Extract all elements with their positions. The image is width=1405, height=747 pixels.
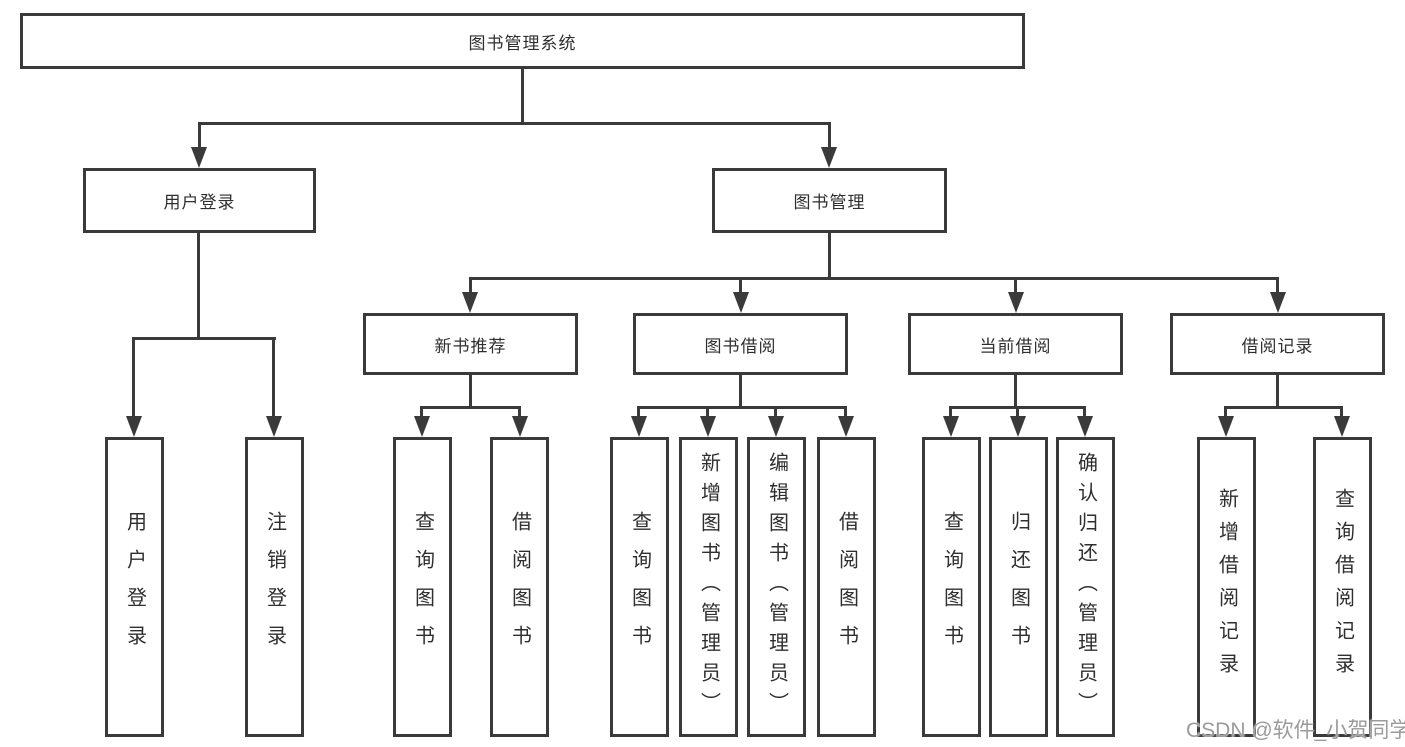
node-label: 注销登录	[263, 511, 286, 663]
node-book-management: 图书管理	[712, 168, 947, 233]
connector-records-horizontal	[1226, 406, 1343, 409]
node-label: 图书借阅	[704, 336, 777, 356]
connector-stem-current	[1014, 277, 1017, 296]
connector-stem	[844, 406, 847, 420]
connector-stem	[518, 406, 521, 420]
connector-stem-records	[1276, 277, 1279, 296]
connector-root-horizontal	[199, 122, 831, 125]
arrow-down-icon	[126, 416, 142, 437]
arrow-down-icon	[414, 416, 430, 437]
node-label: 当前借阅	[979, 336, 1052, 356]
node-label: 确认归还（管理员）	[1074, 452, 1097, 722]
node-label: 借阅图书	[508, 511, 531, 663]
arrow-down-icon	[462, 292, 478, 313]
arrow-down-icon	[821, 147, 837, 168]
node-label: 新书推荐	[434, 336, 507, 356]
connector-records-vertical	[1276, 375, 1279, 408]
node-label: 图书管理系统	[468, 33, 577, 53]
leaf-query-books-current: 查询图书	[922, 437, 981, 737]
leaf-add-borrow-record: 新增借阅记录	[1197, 437, 1256, 737]
leaf-return-books: 归还图书	[989, 437, 1048, 737]
arrow-down-icon	[1334, 416, 1350, 437]
arrow-down-icon	[1008, 292, 1024, 313]
node-label: 编辑图书（管理员）	[765, 452, 788, 722]
node-root-library-system: 图书管理系统	[20, 13, 1025, 69]
node-label: 查询图书	[628, 511, 651, 663]
arrow-down-icon	[943, 416, 959, 437]
connector-stem	[420, 406, 423, 420]
connector-stem-book-management	[828, 122, 831, 150]
connector-stem	[1016, 406, 1019, 420]
arrow-down-icon	[631, 416, 647, 437]
leaf-borrow-books-recommend: 借阅图书	[490, 437, 549, 737]
node-label: 查询图书	[940, 511, 963, 663]
connector-stem	[1083, 406, 1086, 420]
arrow-down-icon	[700, 416, 716, 437]
connector-borrow-vertical	[739, 375, 742, 408]
arrow-down-icon	[266, 416, 282, 437]
leaf-borrow-books: 借阅图书	[817, 437, 876, 737]
node-user-login: 用户登录	[83, 168, 316, 233]
node-label: 新增借阅记录	[1215, 488, 1238, 686]
connector-stem-borrow	[739, 277, 742, 296]
connector-current-vertical	[1014, 375, 1017, 408]
connector-bookmgmt-horizontal	[470, 277, 1279, 280]
leaf-add-books-admin: 新增图书（管理员）	[679, 437, 738, 737]
connector-userlogin-vertical	[197, 233, 200, 339]
csdn-watermark: CSDN @软件_小贺同学	[1186, 719, 1405, 742]
connector-root-vertical	[521, 69, 524, 122]
arrow-down-icon	[1077, 416, 1093, 437]
node-label: 借阅图书	[835, 511, 858, 663]
node-borrow-records: 借阅记录	[1170, 313, 1385, 375]
connector-stem	[1224, 406, 1227, 420]
arrow-down-icon	[1270, 292, 1286, 313]
arrow-down-icon	[191, 147, 207, 168]
arrow-down-icon	[733, 292, 749, 313]
node-label: 查询图书	[411, 511, 434, 663]
leaf-edit-books-admin: 编辑图书（管理员）	[747, 437, 806, 737]
connector-stem	[1340, 406, 1343, 420]
node-label: 归还图书	[1007, 511, 1030, 663]
node-new-book-recommend: 新书推荐	[363, 313, 578, 375]
node-label: 用户登录	[163, 193, 236, 212]
leaf-query-books-borrow: 查询图书	[610, 437, 669, 737]
connector-borrow-horizontal	[639, 406, 847, 409]
arrow-down-icon	[1010, 416, 1026, 437]
node-label: 查询借阅记录	[1331, 488, 1354, 686]
connector-stem-leaf-user-login	[132, 337, 135, 420]
leaf-logout-login: 注销登录	[245, 437, 304, 737]
leaf-query-borrow-record: 查询借阅记录	[1313, 437, 1372, 737]
node-book-borrow: 图书借阅	[633, 313, 848, 375]
connector-stem	[706, 406, 709, 420]
connector-stem-recommend	[469, 277, 472, 296]
arrow-down-icon	[1218, 416, 1234, 437]
connector-recommend-vertical	[469, 375, 472, 408]
leaf-query-books-recommend: 查询图书	[393, 437, 452, 737]
connector-stem-leaf-logout	[272, 337, 275, 420]
node-label: 图书管理	[793, 193, 866, 212]
connector-stem-user-login	[198, 122, 201, 150]
leaf-user-login: 用户登录	[105, 437, 164, 737]
connector-stem	[949, 406, 952, 420]
arrow-down-icon	[512, 416, 528, 437]
connector-stem	[774, 406, 777, 420]
node-label: 用户登录	[123, 511, 146, 663]
node-label: 新增图书（管理员）	[697, 452, 720, 722]
node-label: 借阅记录	[1241, 336, 1314, 356]
connector-userlogin-horizontal	[134, 337, 276, 340]
arrow-down-icon	[768, 416, 784, 437]
leaf-confirm-return-admin: 确认归还（管理员）	[1056, 437, 1115, 737]
connector-recommend-horizontal	[422, 406, 520, 409]
connector-stem	[637, 406, 640, 420]
connector-bookmgmt-vertical	[828, 233, 831, 279]
node-current-borrow: 当前借阅	[908, 313, 1123, 375]
arrow-down-icon	[838, 416, 854, 437]
